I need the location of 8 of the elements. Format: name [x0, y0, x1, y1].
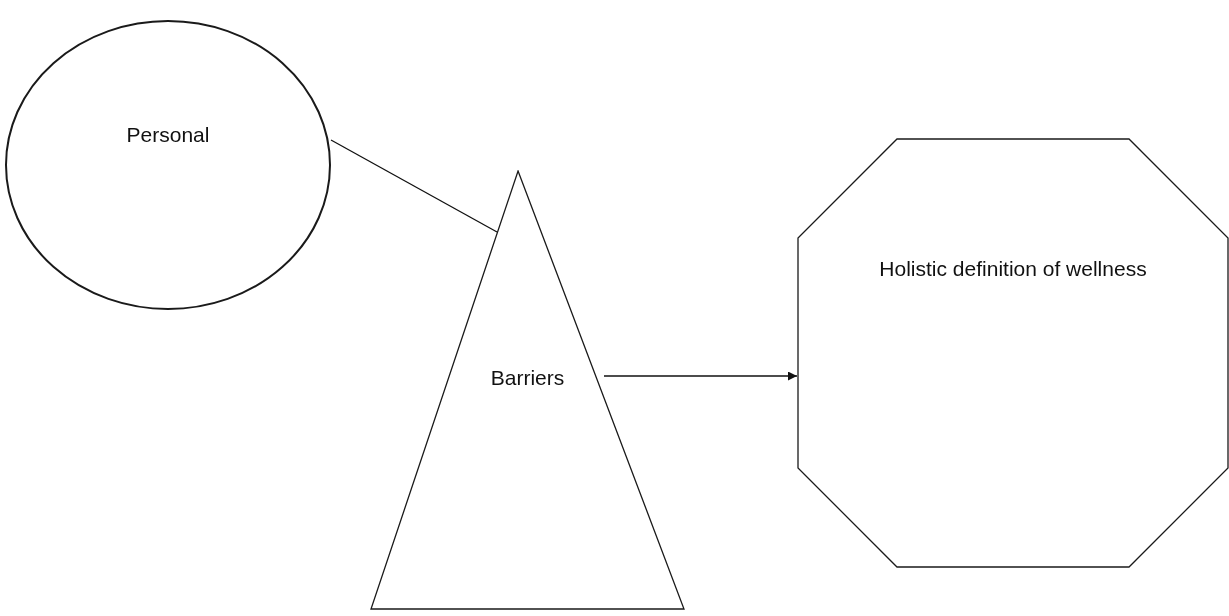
node-label: Barriers [489, 365, 566, 391]
circle-node [5, 20, 331, 310]
triangle-node [370, 170, 685, 610]
octagon-node [797, 138, 1229, 568]
arrow [603, 371, 798, 381]
node-label: Personal [125, 122, 211, 148]
node-label: Holistic definition of wellness [878, 256, 1148, 282]
connector-line [330, 139, 498, 233]
